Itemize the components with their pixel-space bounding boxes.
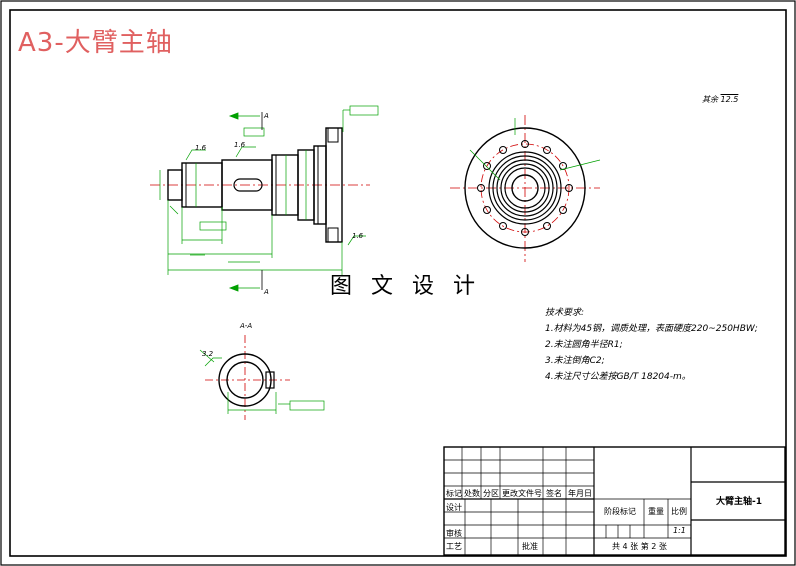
tech-note-item: 4.未注尺寸公差按GB/T 18204-m。 [545, 372, 691, 382]
tb-header-mark: 标记 [446, 489, 462, 498]
title-block [443, 446, 786, 556]
tb-approve: 批准 [522, 542, 538, 551]
shaft-front-view [150, 127, 370, 243]
tb-header-zone: 分区 [483, 489, 499, 498]
roughness-callout-3: 1.6 [352, 232, 364, 240]
section-aa-view [199, 335, 325, 420]
tb-scale: 比例 [671, 507, 687, 516]
inner-frame [9, 9, 787, 557]
tech-note-item: 2.未注圆角半径R1; [545, 340, 623, 350]
tb-header-change-doc: 更改文件号 [502, 489, 542, 498]
section-label-bottom: A [264, 288, 269, 296]
tb-check: 审核 [446, 529, 462, 538]
tech-note-item: 3.未注倒角C2; [545, 356, 605, 366]
shaft-end-view [450, 115, 601, 262]
roughness-label: 其余 [702, 95, 718, 104]
tb-stage-mark: 阶段标记 [604, 507, 636, 516]
shaft-dimensions [159, 105, 379, 275]
tb-part-name: 大臂主轴-1 [716, 497, 762, 507]
tb-weight: 重量 [648, 507, 664, 516]
roughness-callout-4: 3.2 [202, 350, 214, 358]
section-view-label: A-A [240, 322, 253, 330]
tech-notes-heading: 技术要求: [545, 308, 585, 318]
sheet-title: A3-大臂主轴 [18, 28, 173, 58]
tb-scale-value: 1:1 [673, 526, 686, 535]
section-markers [228, 112, 263, 292]
tb-design: 设计 [446, 503, 462, 512]
tb-header-count: 处数 [464, 489, 480, 498]
tb-process: 工艺 [446, 542, 462, 551]
roughness-value: 12.5 [720, 95, 739, 104]
tb-header-sign: 签名 [546, 489, 562, 498]
roughness-callout-1: 1.6 [195, 144, 207, 152]
tb-header-date: 年月日 [568, 489, 592, 498]
tb-sheets: 共 4 张 第 2 张 [612, 542, 667, 551]
section-label-top: A [264, 112, 269, 120]
technical-requirements: 技术要求: 1.材料为45钢，调质处理，表面硬度220~250HBW; 2.未注… [545, 305, 758, 385]
brand-watermark: 图 文 设 计 [330, 274, 481, 299]
tech-note-item: 1.材料为45钢，调质处理，表面硬度220~250HBW; [545, 324, 758, 334]
roughness-callout-2: 1.6 [234, 141, 246, 149]
roughness-note: 其余 12.5 [702, 94, 738, 105]
